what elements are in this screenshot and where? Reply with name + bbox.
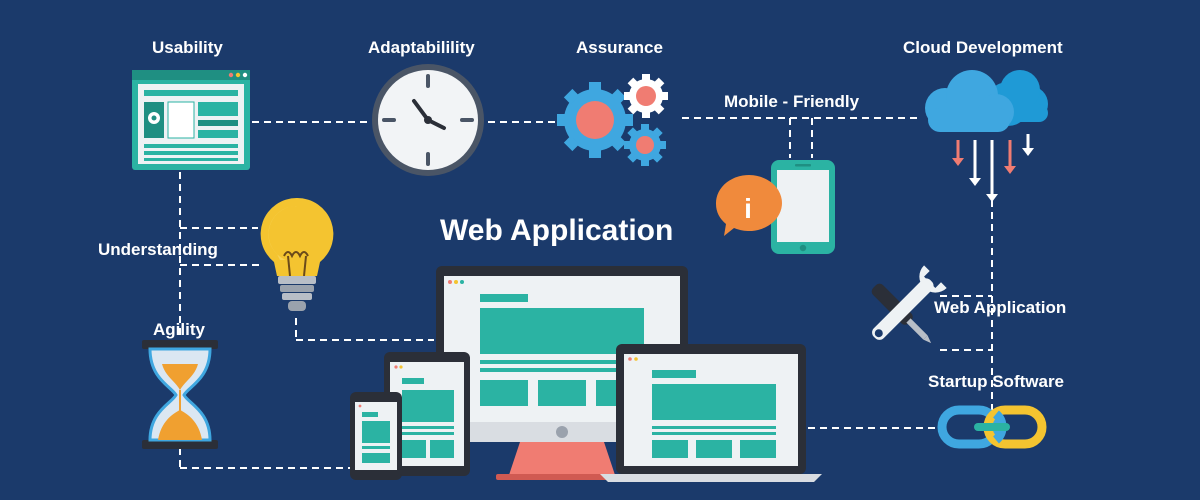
laptop-device xyxy=(600,344,822,482)
label-agility: Agility xyxy=(153,320,205,339)
clock-icon xyxy=(372,64,484,176)
label-adaptability: Adaptabilility xyxy=(368,38,475,57)
label-understanding: Understanding xyxy=(98,240,218,259)
cloud-upload-download-icon xyxy=(925,70,1048,202)
label-assurance: Assurance xyxy=(576,38,663,57)
label-web-application: Web Application xyxy=(934,298,1067,317)
label-startup-software: Startup Software xyxy=(928,372,1065,391)
browser-window-icon xyxy=(132,70,250,170)
tablet-device xyxy=(384,352,470,476)
hourglass-icon xyxy=(142,340,218,449)
smartphone-info-icon: i xyxy=(715,160,835,254)
dashed-connectors xyxy=(179,117,993,470)
light-bulb-icon xyxy=(260,197,334,311)
chain-link-icon xyxy=(937,405,1047,449)
diagram-title: Web Application xyxy=(440,214,674,247)
label-usability: Usability xyxy=(152,38,223,57)
phone-device xyxy=(350,392,402,480)
label-cloud-development: Cloud Development xyxy=(903,38,1063,57)
label-mobile-friendly: Mobile - Friendly xyxy=(724,92,860,111)
responsive-devices-illustration xyxy=(350,266,822,482)
wrench-screwdriver-icon xyxy=(871,265,947,344)
gears-icon xyxy=(557,74,668,166)
info-letter: i xyxy=(744,193,752,224)
